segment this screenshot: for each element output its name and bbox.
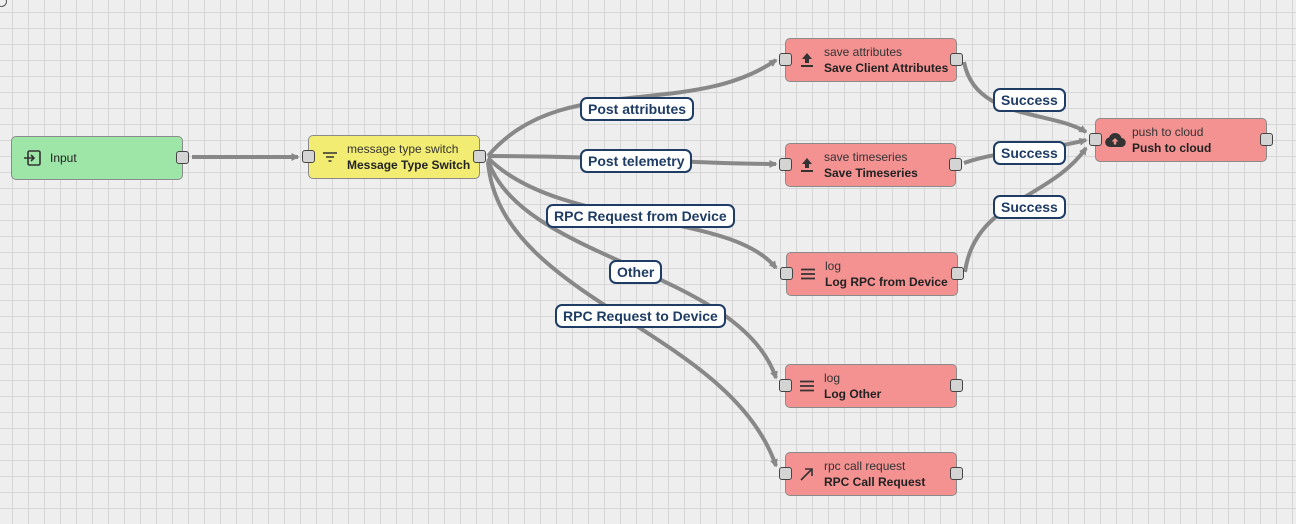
message-type-switch-node[interactable]: message type switch Message Type Switch <box>302 135 486 179</box>
node-type: log <box>824 371 841 385</box>
save-timeseries-node[interactable]: save timeseries Save Timeseries <box>779 143 962 187</box>
node-type: push to cloud <box>1132 125 1204 139</box>
node-name: Message Type Switch <box>347 158 471 172</box>
input-port[interactable] <box>779 379 792 392</box>
node-type: save attributes <box>824 45 903 59</box>
arrow-up-right-icon <box>796 463 818 485</box>
input-port[interactable] <box>780 267 793 280</box>
node-name: Log Other <box>824 387 882 401</box>
output-port[interactable] <box>950 467 963 480</box>
output-port[interactable] <box>176 151 189 164</box>
edge-label-success[interactable]: Success <box>993 141 1066 165</box>
upload-icon <box>796 154 818 176</box>
input-port[interactable] <box>779 467 792 480</box>
output-port[interactable] <box>950 53 963 66</box>
upload-icon <box>796 49 818 71</box>
node-type: rpc call request <box>824 459 906 473</box>
edge-label-rpc-from-device[interactable]: RPC Request from Device <box>546 204 735 228</box>
canvas-corner-marker <box>0 0 7 7</box>
log-rpc-from-device-node[interactable]: log Log RPC from Device <box>780 252 964 296</box>
node-type: message type switch <box>347 142 459 156</box>
input-arrow-icon <box>22 147 44 169</box>
list-icon <box>796 375 818 397</box>
output-port[interactable] <box>950 379 963 392</box>
edge-label-post-telemetry[interactable]: Post telemetry <box>580 149 693 173</box>
log-other-node[interactable]: log Log Other <box>779 364 963 408</box>
node-name: Log RPC from Device <box>825 275 948 289</box>
edge-label-other[interactable]: Other <box>609 260 663 284</box>
node-type: save timeseries <box>824 150 908 164</box>
node-name: RPC Call Request <box>824 475 926 489</box>
node-name: Save Client Attributes <box>824 61 949 75</box>
input-port[interactable] <box>302 150 315 163</box>
save-attributes-node[interactable]: save attributes Save Client Attributes <box>779 38 963 82</box>
output-port[interactable] <box>1260 133 1273 146</box>
node-name: Save Timeseries <box>824 166 918 180</box>
push-to-cloud-node[interactable]: push to cloud Push to cloud <box>1089 118 1273 162</box>
input-port[interactable] <box>779 158 792 171</box>
input-port[interactable] <box>779 53 792 66</box>
node-name: Input <box>50 151 77 165</box>
output-port[interactable] <box>473 150 486 163</box>
input-node[interactable]: Input <box>11 136 189 180</box>
edge-label-success[interactable]: Success <box>993 88 1066 112</box>
filter-icon <box>319 146 341 168</box>
input-port[interactable] <box>1089 133 1102 146</box>
edge-label-post-attributes[interactable]: Post attributes <box>580 97 695 121</box>
edge-label-rpc-to-device[interactable]: RPC Request to Device <box>555 304 726 328</box>
output-port[interactable] <box>949 158 962 171</box>
edge-label-success[interactable]: Success <box>993 195 1066 219</box>
cloud-upload-icon <box>1104 129 1126 151</box>
output-port[interactable] <box>951 267 964 280</box>
node-type: log <box>825 259 842 273</box>
list-icon <box>797 263 819 285</box>
node-name: Push to cloud <box>1132 141 1212 155</box>
rpc-call-request-node[interactable]: rpc call request RPC Call Request <box>779 452 963 496</box>
